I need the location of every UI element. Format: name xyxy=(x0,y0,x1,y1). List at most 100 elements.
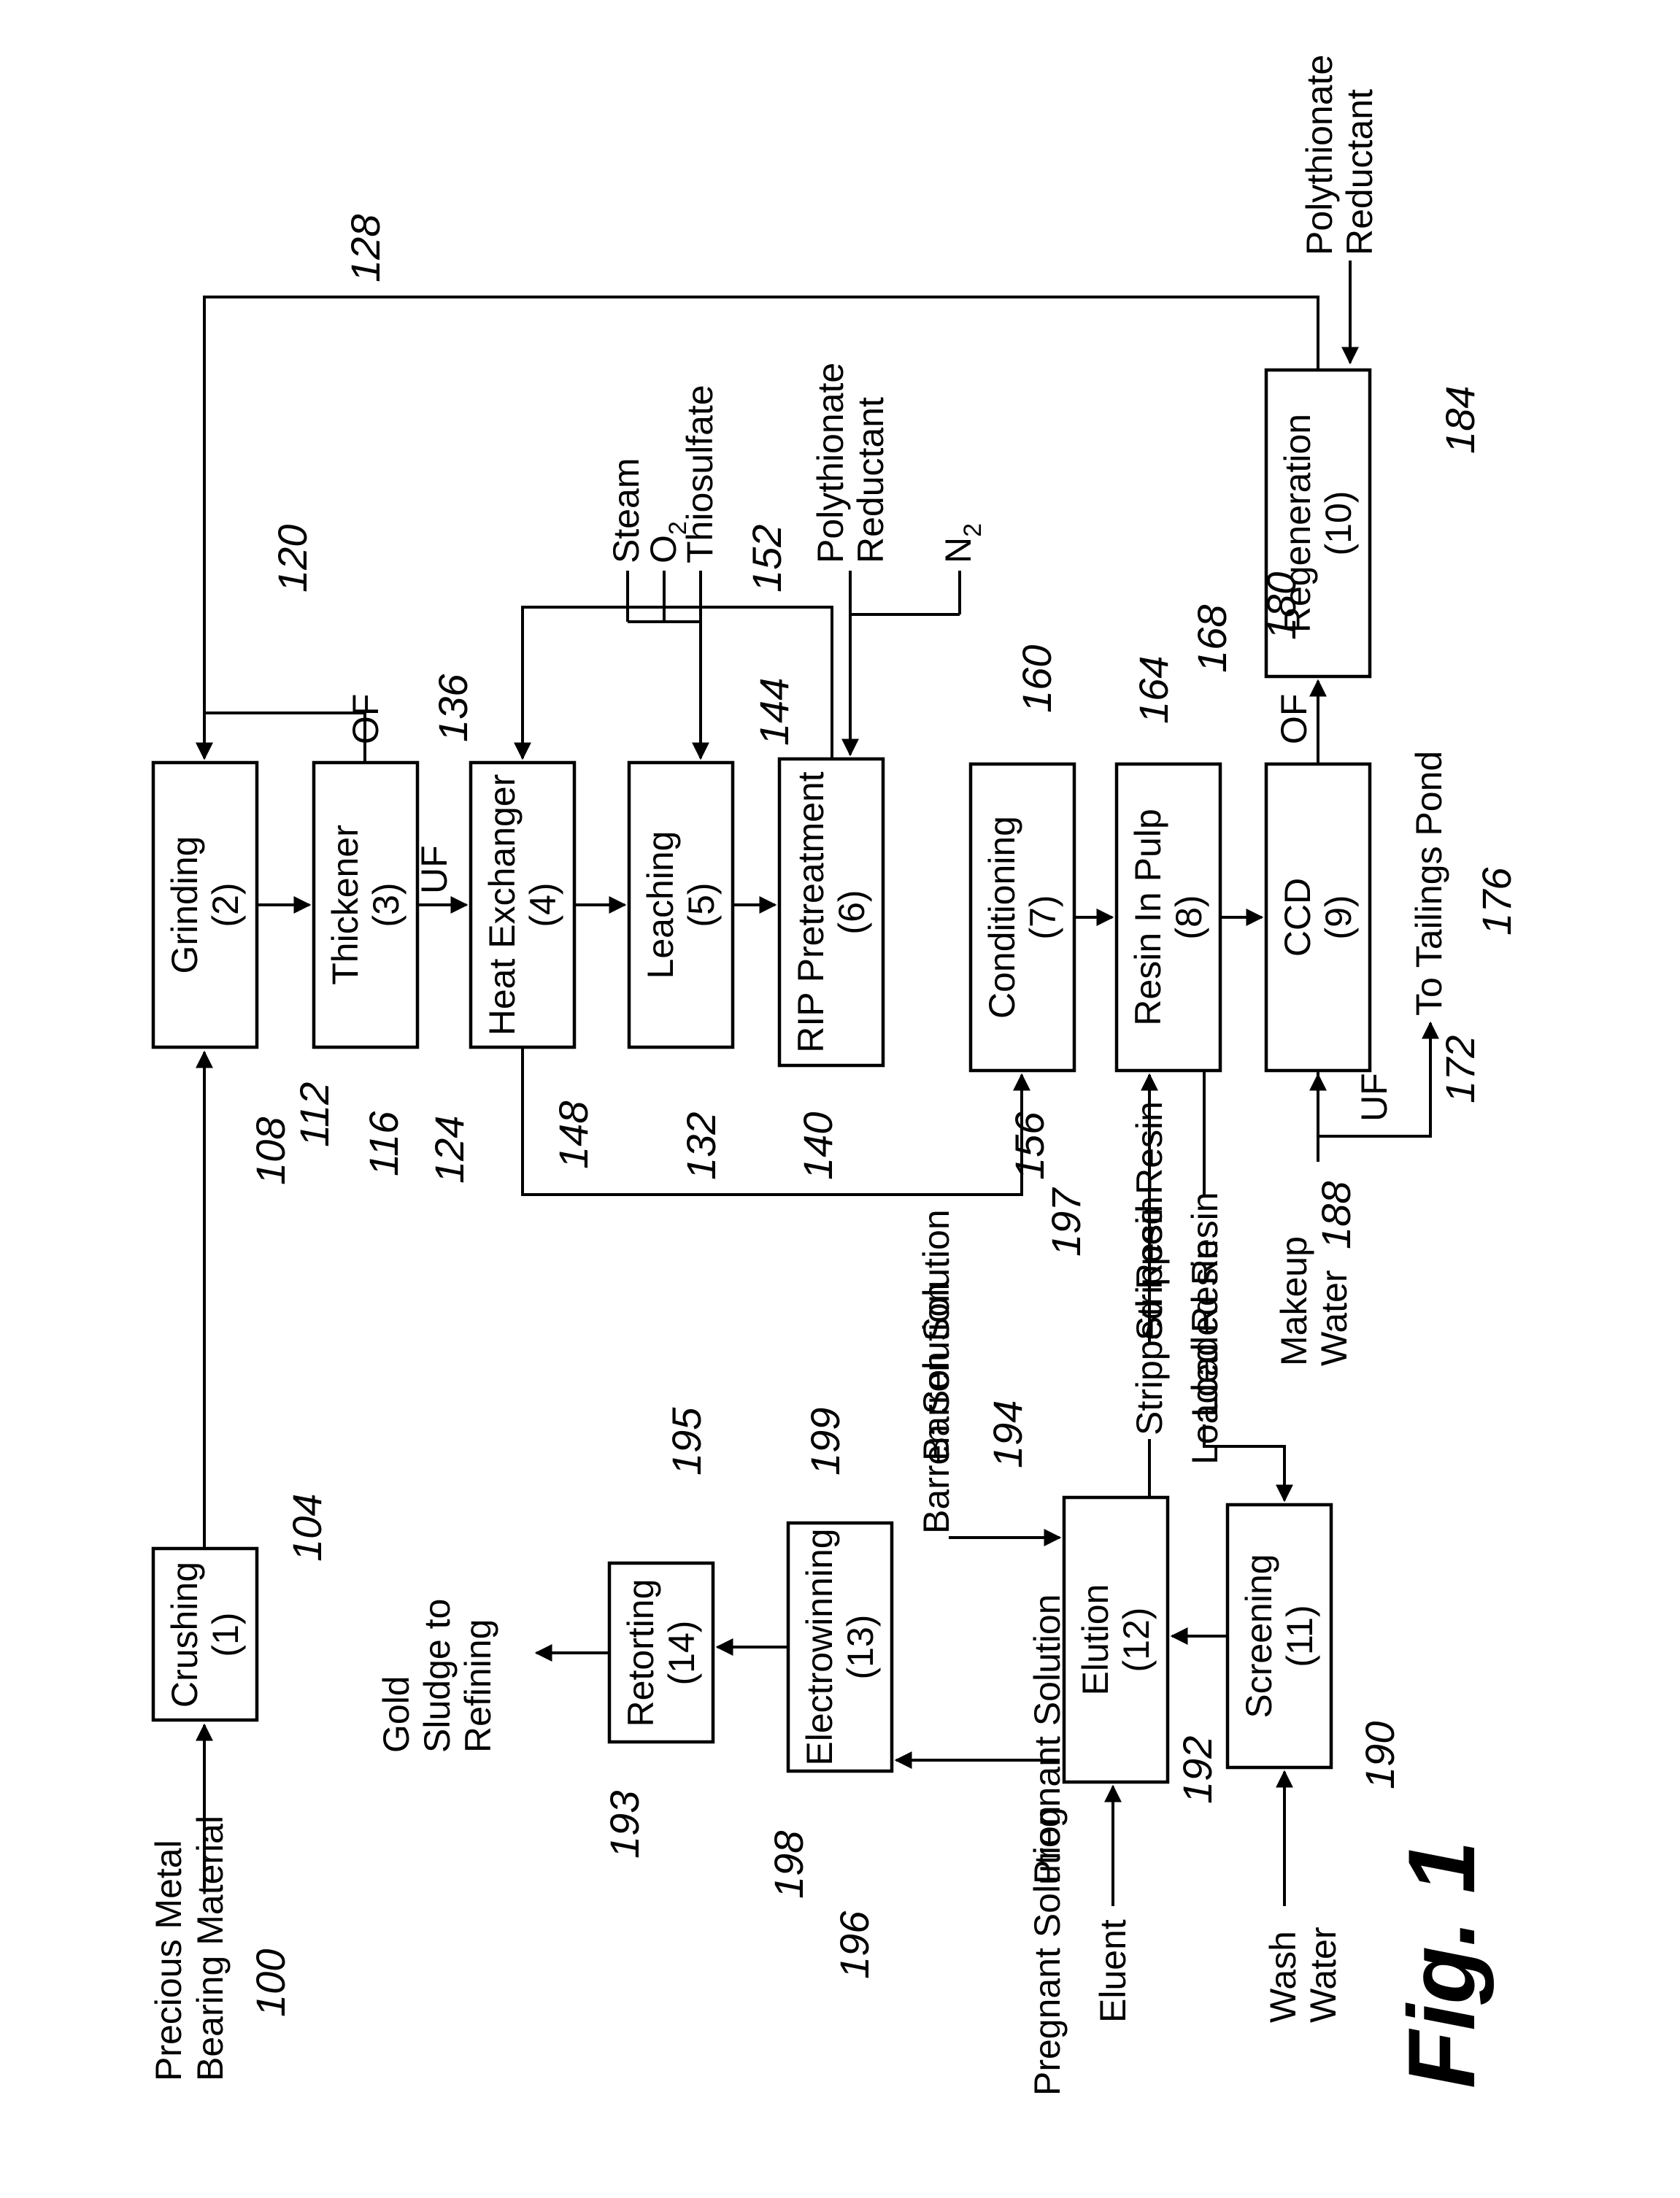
box-conditioning: Conditioning (7) xyxy=(971,764,1074,1071)
box-rip-pretreatment-name: RIP Pretreatment xyxy=(790,771,831,1052)
label-barren-solution-b: Barren Solution xyxy=(916,1209,957,1461)
label-gold-line3: Refining xyxy=(458,1619,498,1753)
label-poly-top-line2: Reductant xyxy=(850,397,891,563)
box-elution: Elution (12) xyxy=(1064,1497,1168,1782)
label-wash-line1: Wash xyxy=(1263,1931,1303,2023)
label-eluent: Eluent xyxy=(1093,1919,1133,2023)
ref-108: 108 xyxy=(247,1117,293,1185)
box-leaching-name: Leaching xyxy=(640,831,681,979)
box-ccd-name: CCD xyxy=(1277,878,1318,957)
ref-192: 192 xyxy=(1174,1736,1220,1804)
box-regeneration-num: (10) xyxy=(1318,491,1359,556)
box-heat-exchanger-name: Heat Exchanger xyxy=(482,774,523,1036)
ref-156: 156 xyxy=(1006,1111,1052,1180)
box-crushing: Crushing (1) xyxy=(153,1549,257,1720)
ref-140: 140 xyxy=(795,1112,841,1180)
label-poly-regen-line1: Polythionate xyxy=(1299,55,1340,255)
label-poly-top-line1: Polythionate xyxy=(810,363,851,563)
stream-labels: Precious Metal Bearing Material OF UF St… xyxy=(148,55,1449,2096)
ref-100: 100 xyxy=(247,1949,293,2017)
ref-172: 172 xyxy=(1437,1036,1483,1103)
ref-148: 148 xyxy=(550,1101,596,1169)
box-grinding-name: Grinding xyxy=(164,836,205,974)
box-retorting-num: (14) xyxy=(661,1621,702,1686)
label-poly-regen-line2: Reductant xyxy=(1339,89,1380,255)
label-ccd-of: OF xyxy=(1274,694,1314,744)
label-pregnant-solution-b: Pregnant Solution xyxy=(1027,1805,1068,2096)
ref-196: 196 xyxy=(831,1910,877,1979)
ref-128: 128 xyxy=(342,215,388,282)
ref-116: 116 xyxy=(361,1111,406,1176)
ref-168: 168 xyxy=(1189,605,1235,673)
ref-197: 197 xyxy=(1043,1187,1089,1257)
box-crushing-name: Crushing xyxy=(164,1562,205,1708)
box-conditioning-name: Conditioning xyxy=(982,816,1022,1019)
ref-198: 198 xyxy=(766,1831,812,1899)
box-ccd: CCD (9) xyxy=(1266,764,1370,1071)
box-grinding: Grinding (2) xyxy=(153,763,257,1047)
label-n2: N2 xyxy=(938,523,987,563)
ref-195: 195 xyxy=(663,1407,709,1476)
box-thickener-num: (3) xyxy=(366,882,406,927)
box-heat-exchanger: Heat Exchanger (4) xyxy=(471,763,574,1047)
box-screening: Screening (11) xyxy=(1228,1505,1331,1767)
label-gold-line1: Gold xyxy=(376,1676,417,1753)
ref-104: 104 xyxy=(284,1494,330,1562)
box-conditioning-num: (7) xyxy=(1022,895,1063,939)
label-stripped-resin-b: Stripped Resin xyxy=(1129,1196,1170,1435)
figure-label: Fig. 1 xyxy=(1388,1841,1495,2089)
box-ccd-num: (9) xyxy=(1318,895,1359,939)
ref-136: 136 xyxy=(430,674,476,742)
ref-194: 194 xyxy=(985,1400,1030,1468)
label-wash-line2: Water xyxy=(1303,1927,1344,2024)
label-makeup-line2: Water xyxy=(1314,1270,1355,1367)
ref-199: 199 xyxy=(802,1408,848,1476)
label-thickener-uf: UF xyxy=(414,845,455,894)
label-to-tailings: To Tailings Pond xyxy=(1409,751,1449,1016)
ref-190: 190 xyxy=(1357,1721,1403,1789)
box-screening-num: (11) xyxy=(1279,1605,1320,1667)
box-leaching: Leaching (5) xyxy=(629,763,733,1047)
label-makeup-line1: Makeup xyxy=(1274,1236,1314,1366)
ref-132: 132 xyxy=(678,1112,724,1180)
label-thickener-of: OF xyxy=(345,694,386,744)
box-rip-pretreatment: RIP Pretreatment (6) xyxy=(779,759,883,1065)
ref-193: 193 xyxy=(601,1791,647,1859)
ref-160: 160 xyxy=(1014,645,1060,713)
box-rip-pretreatment-num: (6) xyxy=(831,890,872,934)
box-crushing-num: (1) xyxy=(205,1612,246,1657)
ref-164: 164 xyxy=(1130,656,1176,724)
label-thiosulfate: Thiosulfate xyxy=(679,385,720,563)
label-ccd-uf: UF xyxy=(1354,1073,1395,1122)
box-resin-in-pulp-num: (8) xyxy=(1168,895,1209,939)
ref-152: 152 xyxy=(744,525,790,593)
ref-184: 184 xyxy=(1437,386,1483,454)
box-leaching-num: (5) xyxy=(681,882,722,927)
label-gold-line2: Sludge to xyxy=(417,1599,458,1753)
box-thickener-name: Thickener xyxy=(325,825,366,985)
box-electrowinning-name: Electrowinning xyxy=(799,1528,840,1765)
box-retorting: Retorting (14) xyxy=(609,1563,713,1742)
ref-112: 112 xyxy=(291,1082,337,1147)
box-elution-name: Elution xyxy=(1075,1584,1116,1696)
label-steam: Steam xyxy=(606,458,647,563)
ref-176: 176 xyxy=(1473,867,1519,936)
ref-124: 124 xyxy=(426,1116,472,1184)
box-grinding-num: (2) xyxy=(205,882,246,927)
box-elution-num: (12) xyxy=(1116,1608,1157,1673)
box-electrowinning: Electrowinning (13) xyxy=(788,1523,892,1771)
label-loaded-resin-b: Loaded Resin xyxy=(1184,1239,1225,1465)
label-precious-metal-line2: Bearing Material xyxy=(190,1816,231,2081)
box-electrowinning-num: (13) xyxy=(840,1615,881,1680)
box-retorting-name: Retorting xyxy=(620,1579,661,1727)
ref-180: 180 xyxy=(1258,572,1304,640)
label-precious-metal-line1: Precious Metal xyxy=(148,1840,189,2081)
ref-120: 120 xyxy=(269,525,315,593)
box-resin-in-pulp-name: Resin In Pulp xyxy=(1128,809,1168,1025)
ref-144: 144 xyxy=(751,678,797,746)
ref-188: 188 xyxy=(1313,1181,1359,1249)
box-resin-in-pulp: Resin In Pulp (8) xyxy=(1117,764,1220,1071)
